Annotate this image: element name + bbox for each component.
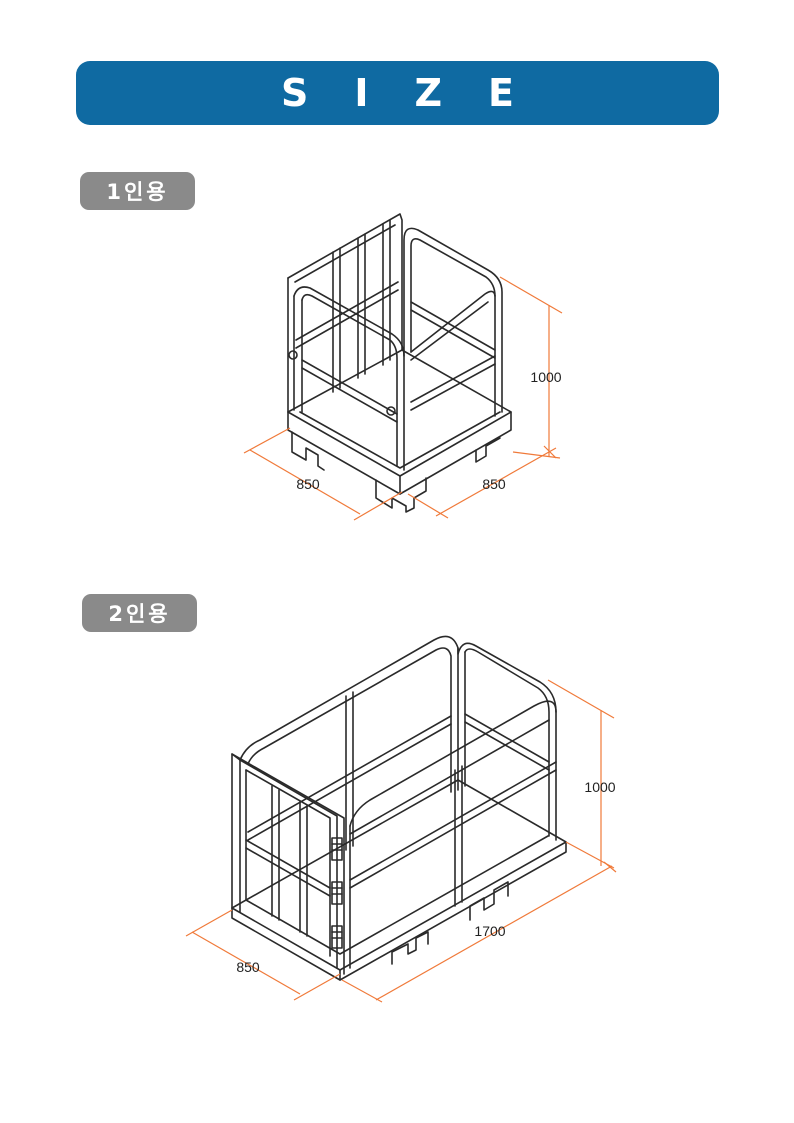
one-person-cage-diagram (287, 213, 512, 513)
two-person-cage-diagram (231, 635, 567, 981)
dim-width-left-850: 850 (296, 476, 320, 492)
section-label-1-person: 1인용 (80, 172, 195, 210)
page-title: SIZE (280, 71, 561, 115)
one-person-dimension-lines (243, 276, 563, 521)
two-person-dimension-lines (185, 679, 617, 1003)
dim-width-right-850: 850 (482, 476, 506, 492)
dim-height-1000: 1000 (530, 369, 561, 385)
dim-length-1700: 1700 (474, 923, 505, 939)
dim-height-1000: 1000 (584, 779, 615, 795)
section-label-2-person: 2인용 (82, 594, 197, 632)
size-banner: SIZE (76, 61, 719, 125)
dim-width-850: 850 (236, 959, 260, 975)
